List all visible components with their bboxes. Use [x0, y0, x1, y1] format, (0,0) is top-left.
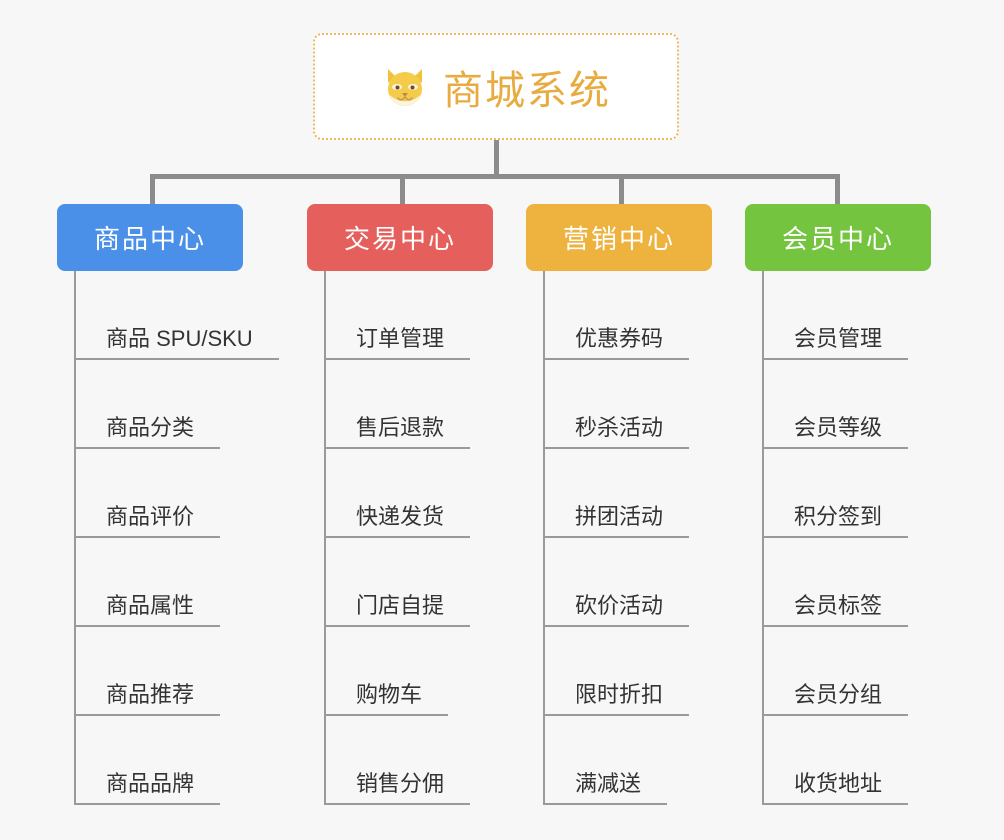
leaf-label: 优惠券码 [544, 321, 690, 360]
list-item[interactable]: 拼团活动 [544, 449, 726, 538]
list-item[interactable]: 商品评价 [75, 449, 257, 538]
list-item[interactable]: 快递发货 [325, 449, 507, 538]
branch-leaf-list-3: 优惠券码 秒杀活动 拼团活动 砍价活动 限时折扣 满减送 [543, 271, 726, 805]
list-item[interactable]: 会员分组 [763, 627, 945, 716]
branch-header-2[interactable]: 交易中心 [307, 204, 493, 271]
leaf-label: 商品属性 [75, 588, 221, 627]
leaf-label: 满减送 [544, 766, 668, 805]
list-item[interactable]: 砍价活动 [544, 538, 726, 627]
leaf-label: 拼团活动 [544, 499, 690, 538]
leaf-label: 砍价活动 [544, 588, 690, 627]
connector-stem [494, 140, 499, 176]
list-item[interactable]: 会员管理 [763, 271, 945, 360]
leaf-label: 快递发货 [325, 499, 471, 538]
leaf-label: 会员等级 [763, 410, 909, 449]
branch-header-1-label: 商品中心 [93, 224, 206, 254]
list-item[interactable]: 销售分佣 [325, 716, 507, 805]
branch-header-4-label: 会员中心 [781, 224, 894, 254]
list-item[interactable]: 购物车 [325, 627, 507, 716]
list-item[interactable]: 商品分类 [75, 360, 257, 449]
branch-leaf-list-1: 商品 SPU/SKU 商品分类 商品评价 商品属性 商品推荐 商品品牌 [74, 271, 279, 805]
list-item[interactable]: 门店自提 [325, 538, 507, 627]
list-item[interactable]: 满减送 [544, 716, 726, 805]
leaf-label: 限时折扣 [544, 677, 690, 716]
root-node[interactable]: 商城系统 [313, 33, 679, 140]
list-item[interactable]: 积分签到 [763, 449, 945, 538]
leaf-label: 销售分佣 [325, 766, 471, 805]
branch-leaf-list-2: 订单管理 售后退款 快递发货 门店自提 购物车 销售分佣 [324, 271, 507, 805]
leaf-label: 秒杀活动 [544, 410, 690, 449]
branch-column-1: 商品中心 商品 SPU/SKU 商品分类 商品评价 商品属性 商品推荐 商品品牌 [57, 204, 279, 805]
leaf-label: 商品 SPU/SKU [76, 321, 279, 360]
leaf-label: 积分签到 [763, 499, 909, 538]
branch-header-3[interactable]: 营销中心 [526, 204, 712, 271]
list-item[interactable]: 商品品牌 [75, 716, 257, 805]
list-item[interactable]: 会员等级 [763, 360, 945, 449]
branch-leaf-list-4: 会员管理 会员等级 积分签到 会员标签 会员分组 收货地址 [762, 271, 945, 805]
leaf-label: 购物车 [325, 677, 449, 716]
branch-column-4: 会员中心 会员管理 会员等级 积分签到 会员标签 会员分组 收货地址 [745, 204, 945, 805]
list-item[interactable]: 收货地址 [763, 716, 945, 805]
leaf-label: 商品推荐 [75, 677, 221, 716]
leaf-label: 收货地址 [763, 766, 909, 805]
branch-column-3: 营销中心 优惠券码 秒杀活动 拼团活动 砍价活动 限时折扣 满减送 [526, 204, 726, 805]
branch-header-3-label: 营销中心 [562, 224, 675, 254]
branch-header-4[interactable]: 会员中心 [745, 204, 931, 271]
connector-drop-4 [835, 174, 840, 206]
leaf-label: 会员管理 [763, 321, 909, 360]
branch-column-2: 交易中心 订单管理 售后退款 快递发货 门店自提 购物车 销售分佣 [307, 204, 507, 805]
list-item[interactable]: 会员标签 [763, 538, 945, 627]
leaf-label: 订单管理 [325, 321, 471, 360]
shiba-dog-face-icon [381, 63, 429, 111]
branch-header-1[interactable]: 商品中心 [57, 204, 243, 271]
list-item[interactable]: 商品属性 [75, 538, 257, 627]
leaf-label: 商品品牌 [75, 766, 221, 805]
list-item[interactable]: 商品 SPU/SKU [76, 271, 279, 360]
list-item[interactable]: 商品推荐 [75, 627, 257, 716]
connector-drop-3 [619, 174, 624, 206]
list-item[interactable]: 订单管理 [325, 271, 507, 360]
connector-drop-1 [150, 174, 155, 206]
leaf-label: 会员标签 [763, 588, 909, 627]
leaf-label: 会员分组 [763, 677, 909, 716]
connector-drop-2 [400, 174, 405, 206]
leaf-label: 商品分类 [75, 410, 221, 449]
list-item[interactable]: 秒杀活动 [544, 360, 726, 449]
leaf-label: 售后退款 [325, 410, 471, 449]
list-item[interactable]: 售后退款 [325, 360, 507, 449]
root-title: 商城系统 [443, 68, 611, 113]
branch-header-2-label: 交易中心 [343, 224, 456, 254]
leaf-label: 商品评价 [75, 499, 221, 538]
list-item[interactable]: 优惠券码 [544, 271, 726, 360]
leaf-label: 门店自提 [325, 588, 471, 627]
list-item[interactable]: 限时折扣 [544, 627, 726, 716]
connector-bus [150, 174, 840, 179]
